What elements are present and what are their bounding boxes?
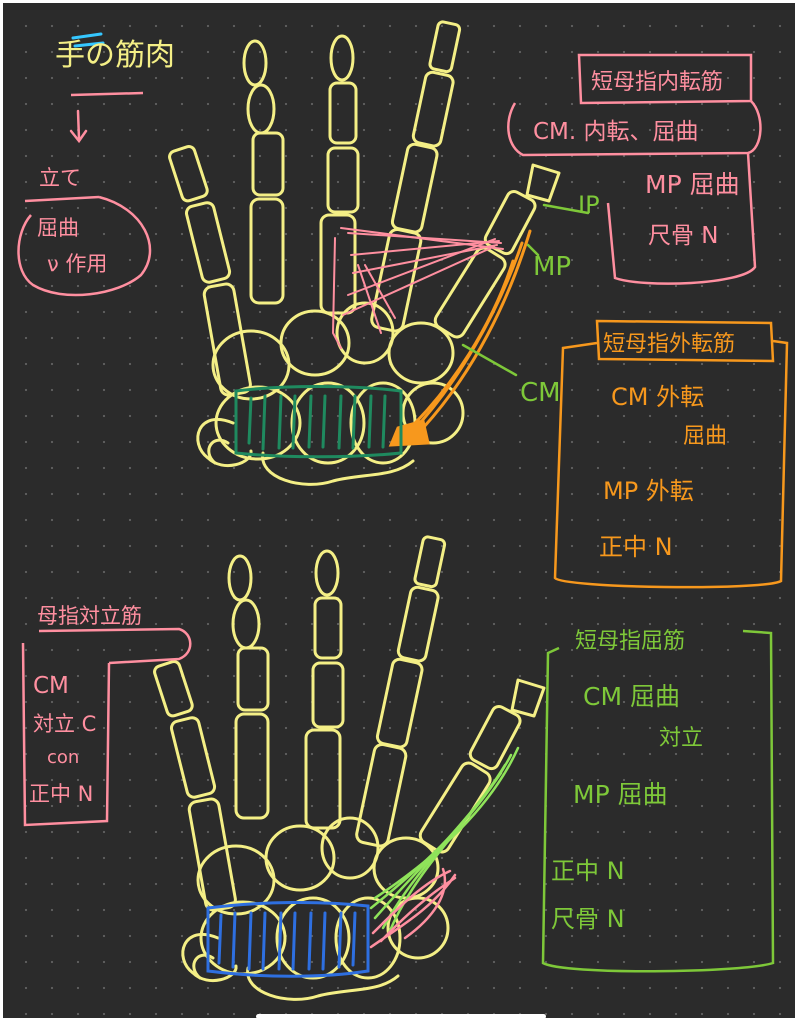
abductor-muscle [388,229,532,447]
flexor-title: 短母指屈筋 [575,629,685,654]
flexor-line1: CM 屈曲 [583,682,680,711]
flexor-notes: 短母指屈筋 CM 屈曲 対立 MP 屈曲 正中 N 尺骨 N [541,629,775,973]
title-sub3: ν 作用 [47,252,107,276]
upper-hand-skeleton-icon [166,19,561,486]
adductor-title: 短母指内転筋 [591,70,723,95]
opponens-title: 母指対立筋 [37,604,142,628]
arrow-down-icon [69,109,88,144]
adductor-line1: CM. 内転、屈曲 [533,119,699,145]
adductor-fibers [331,227,504,349]
adductor-notes: 短母指内転筋 CM. 内転、屈曲 MP 屈曲 尺骨 N [507,53,762,285]
label-cm: CM [520,378,561,408]
abductor-title: 短母指外転筋 [603,332,735,357]
abductor-line3: MP 外転 [603,477,694,505]
lower-retinaculum [206,900,370,978]
flexor-line4: 正中 N [551,857,625,885]
opponens-line4: 正中 N [29,782,93,806]
title-block: 手の筋肉 立て 屈曲 ν 作用 [17,32,175,297]
opponens-line2: 対立 C [33,712,96,736]
abductor-line4: 正中 N [599,533,673,561]
label-mp: MP [533,252,571,282]
label-ip: IP [578,191,600,219]
flexor-line5: 尺骨 N [551,905,625,933]
flexor-line2: 対立 [659,726,703,751]
opponens-muscle [369,867,457,949]
upper-retinaculum [234,385,403,459]
opponens-line3: con [47,747,79,768]
title-main: 手の筋肉 [55,38,175,73]
note-canvas[interactable]: 手の筋肉 立て 屈曲 ν 作用 IP MP CM 短母指内転筋 CM. 内転、屈… [3,3,795,1018]
upper-pointers [461,203,590,377]
adductor-line2: MP 屈曲 [645,170,740,199]
opponens-line1: CM [33,673,69,699]
abductor-line2: 屈曲 [683,424,727,449]
adductor-line3: 尺骨 N [648,223,719,249]
flexor-muscle [369,746,520,935]
drawing-layer: 手の筋肉 立て 屈曲 ν 作用 IP MP CM 短母指内転筋 CM. 内転、屈… [17,19,789,1001]
home-indicator-icon[interactable] [256,1014,546,1018]
lower-hand-skeleton-icon [151,534,546,1001]
flexor-line3: MP 屈曲 [573,780,668,809]
title-sub1: 立て [39,166,81,190]
abductor-notes: 短母指外転筋 CM 外転 屈曲 MP 外転 正中 N [553,319,789,589]
title-sub2: 屈曲 [37,216,79,240]
abductor-line1: CM 外転 [611,383,704,411]
opponens-notes: 母指対立筋 CM 対立 C con 正中 N [21,604,192,827]
